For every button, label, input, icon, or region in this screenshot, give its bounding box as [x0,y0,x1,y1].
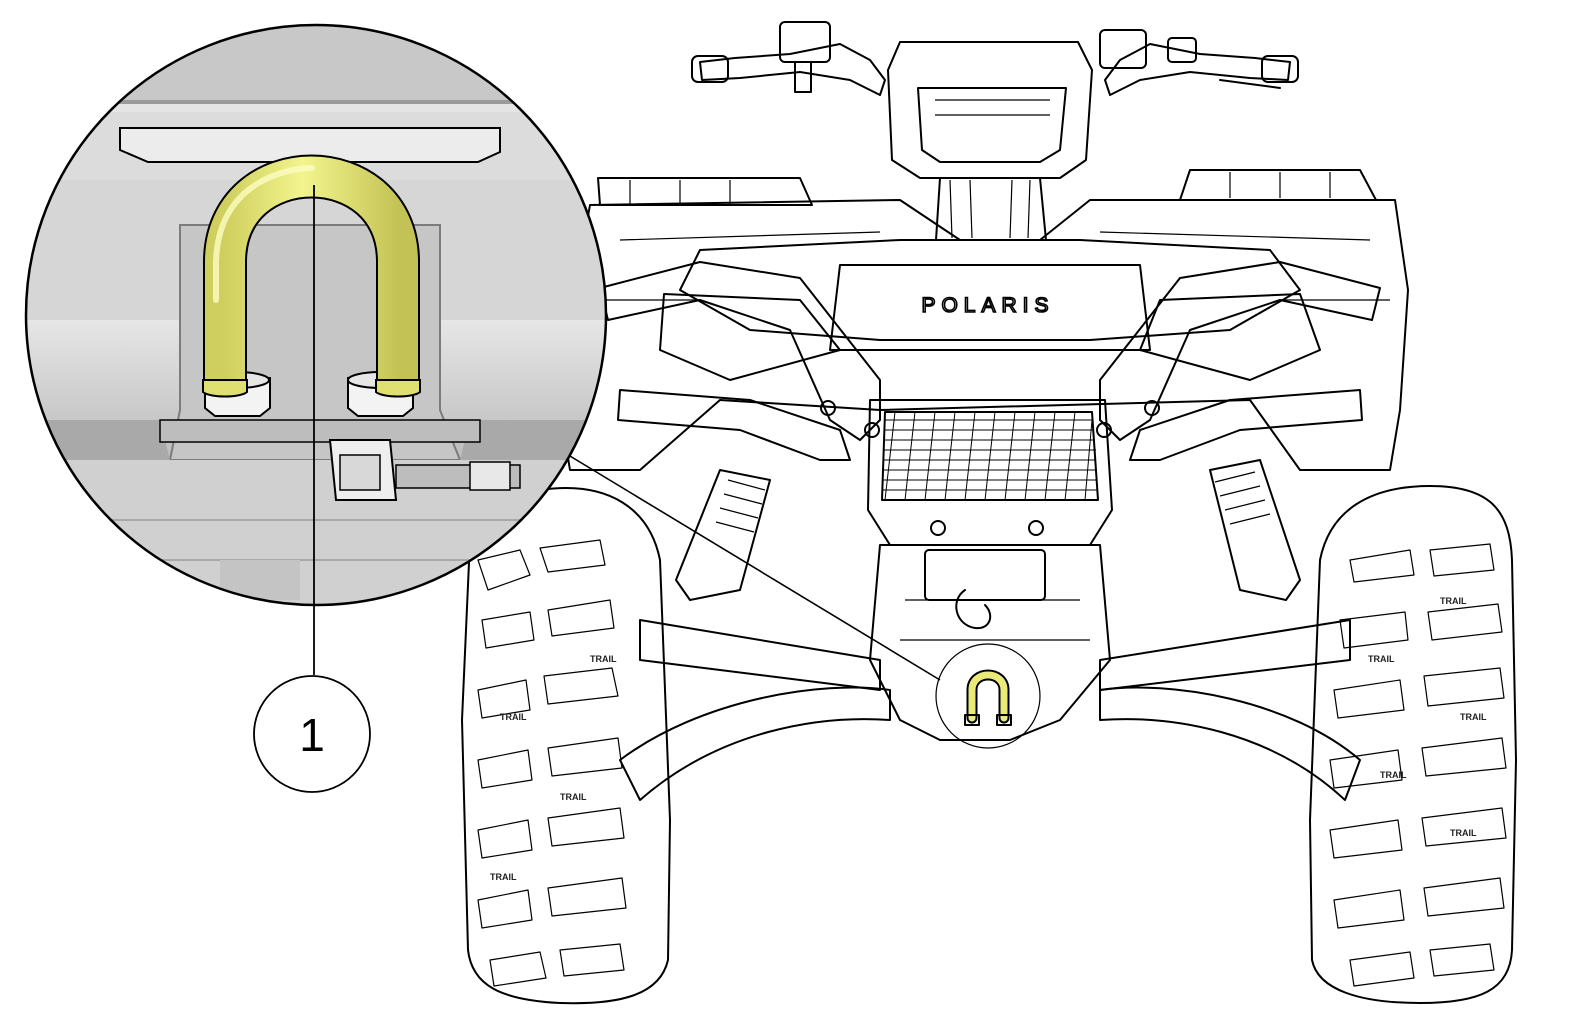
side-vents [659,293,1321,381]
left-tire-text-1: TRAIL [590,654,617,664]
right-tire-text-5: TRAIL [1450,828,1477,838]
winch-hook [955,589,992,630]
winch [924,549,1046,601]
tow-hook-small [935,643,1041,749]
brand-lettering: POLARIS [921,294,1054,317]
zoom-leader-line [559,449,941,681]
front-grille [867,399,1113,546]
zoom-circle-border [24,23,608,607]
right-tire-text-4: TRAIL [1380,770,1407,780]
right-front-tire: TRAIL TRAIL TRAIL TRAIL TRAIL [1309,485,1517,1004]
right-tire-text-3: TRAIL [1460,712,1487,722]
tow-hook [202,154,421,398]
right-tire-text-1: TRAIL [1440,596,1467,606]
left-tire-text-3: TRAIL [560,792,587,802]
callout-1: 1 [253,185,371,793]
right-tire-text-2: TRAIL [1368,654,1395,664]
grille-mesh [882,411,1098,501]
front-bumper [599,261,1381,461]
suspension [619,459,1361,801]
lower-chassis [869,544,1111,741]
right-shock [1209,459,1301,601]
left-shock [675,469,771,601]
callout-circle [253,675,371,793]
left-tire-text-4: TRAIL [490,872,517,882]
zoom-detail [24,23,941,681]
left-front-tire: TRAIL TRAIL TRAIL TRAIL [461,487,671,1005]
atv-vehicle: POLARIS [461,21,1517,1005]
handlebar [691,21,1299,96]
hood: POLARIS [679,239,1301,351]
callout-number: 1 [299,709,325,761]
headlight-pod [887,41,1093,241]
left-tire-text-2: TRAIL [500,712,527,722]
